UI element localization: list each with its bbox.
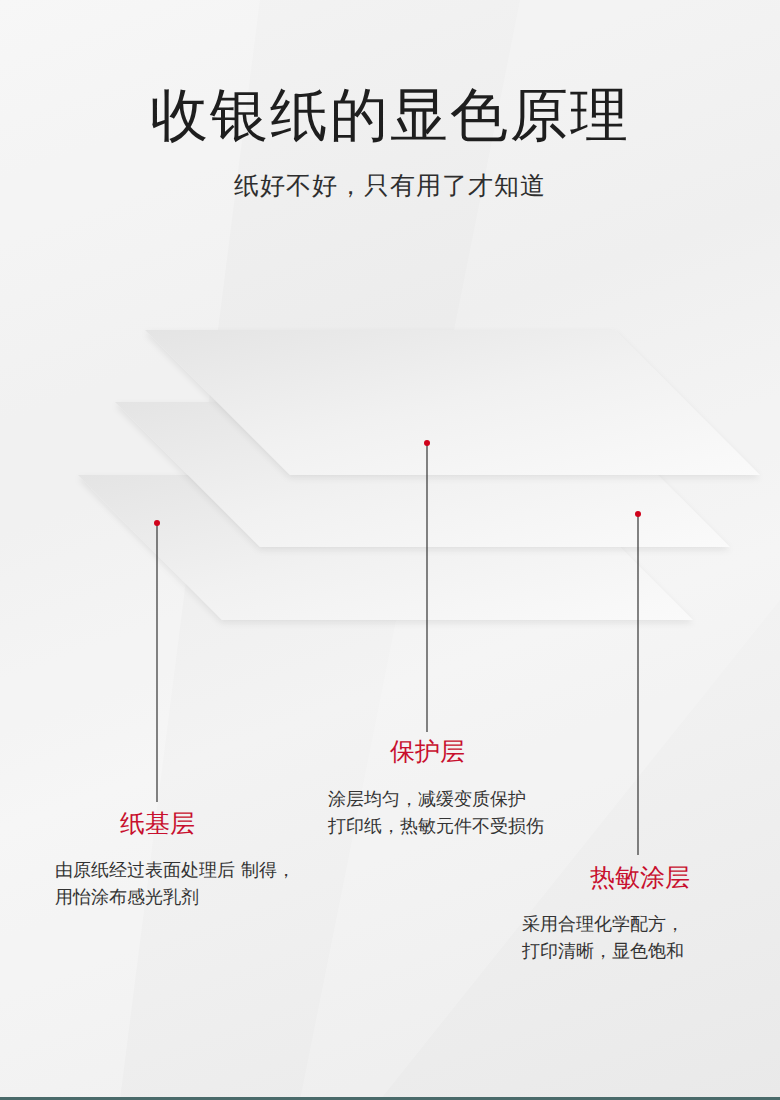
- marker-dot: [154, 520, 160, 526]
- subtitle: 纸好不好，只有用了才知道: [0, 170, 780, 203]
- layer-name: 保护层: [390, 736, 465, 769]
- layer-name: 热敏涂层: [590, 862, 690, 895]
- paper-layer: [145, 330, 760, 475]
- marker-dot: [424, 440, 430, 446]
- marker-dot: [635, 511, 641, 517]
- leader-line: [426, 443, 427, 732]
- layer-description: 涂层均匀，减缓变质保护 打印纸，热敏元件不受损伤: [328, 785, 578, 839]
- leader-line: [637, 514, 638, 855]
- layer-name: 纸基层: [120, 808, 195, 841]
- leader-line: [156, 523, 157, 802]
- bottom-rule: [0, 1097, 780, 1100]
- layer-description: 由原纸经过表面处理后 制得，用怡涂布感光乳剂: [55, 856, 305, 910]
- diagram-title: 收银纸的显色原理: [0, 82, 780, 149]
- layer-description: 采用合理化学配方， 打印清晰，显色饱和: [522, 910, 772, 964]
